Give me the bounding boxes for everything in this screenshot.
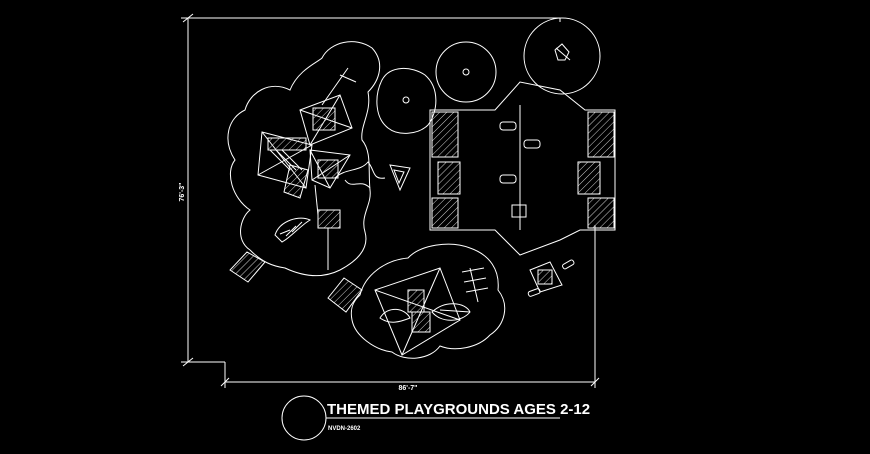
- tree-circle-2: [435, 41, 497, 103]
- tree-circle-3: [523, 17, 601, 95]
- right-bridge-structure: [429, 81, 616, 256]
- shade-trees: [376, 17, 601, 134]
- left-ramp: [229, 251, 266, 283]
- bottom-ramp: [327, 277, 363, 313]
- height-dimension-label: 76'-3": [179, 183, 186, 202]
- title-symbol-circle: [281, 395, 327, 441]
- small-play-element: [527, 259, 575, 297]
- drawing-code: NVDN-2602: [328, 426, 361, 432]
- drawing-title: THEMED PLAYGROUNDS AGES 2-12: [327, 401, 590, 418]
- left-play-area-outline: [227, 41, 381, 277]
- width-dimension-label: 86'-7": [399, 385, 418, 392]
- height-dimension: [181, 13, 195, 367]
- tree-circle-1: [376, 68, 437, 134]
- width-dimension: [220, 362, 600, 388]
- left-play-structure: [257, 67, 411, 270]
- bottom-play-structure: [374, 267, 489, 356]
- bottom-play-area-outline: [350, 243, 506, 359]
